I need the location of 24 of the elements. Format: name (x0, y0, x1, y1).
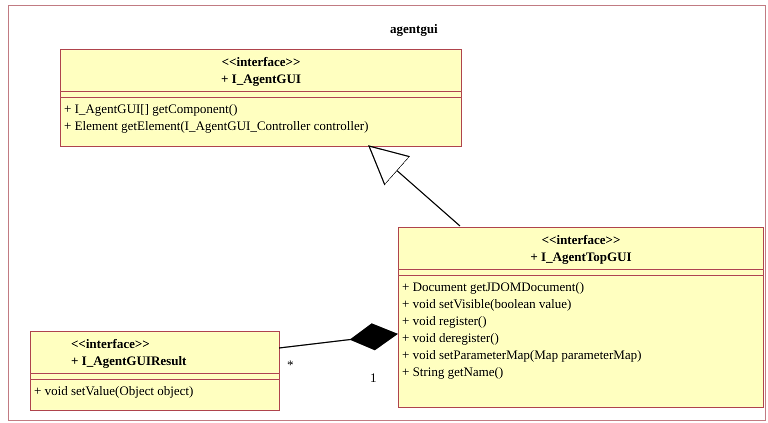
stereotype: <<interface>> (542, 231, 620, 248)
class-name: + I_AgentTopGUI (530, 248, 632, 265)
method-text: + String getName() (402, 363, 504, 380)
method-text: + void setValue(Object object) (34, 382, 194, 399)
method-text: + void register() (402, 312, 487, 329)
class-box (60, 49, 462, 147)
class-name: + I_AgentGUIResult (71, 352, 186, 369)
method-text: + void deregister() (402, 329, 499, 346)
multiplicity-label: 1 (370, 370, 376, 386)
stereotype: <<interface>> (71, 335, 150, 352)
class-box (30, 331, 280, 411)
method-text: + void setParameterMap(Map parameterMap) (402, 346, 642, 363)
multiplicity-label: * (287, 357, 294, 373)
method-text: + I_AgentGUI[] getComponent() (64, 100, 238, 117)
generalization-arrow (368, 145, 460, 226)
class-box (398, 227, 764, 408)
method-text: + Element getElement(I_AgentGUI_Controller controller) (64, 117, 368, 134)
class-name: + I_AgentGUI (221, 70, 301, 87)
method-text: + Document getJDOMDocument() (402, 278, 584, 295)
stereotype: <<interface>> (222, 53, 300, 70)
method-text: + void setVisible(boolean value) (402, 295, 572, 312)
composition-line (278, 323, 398, 350)
package-frame (8, 5, 766, 421)
package-name: agentgui (390, 21, 438, 37)
